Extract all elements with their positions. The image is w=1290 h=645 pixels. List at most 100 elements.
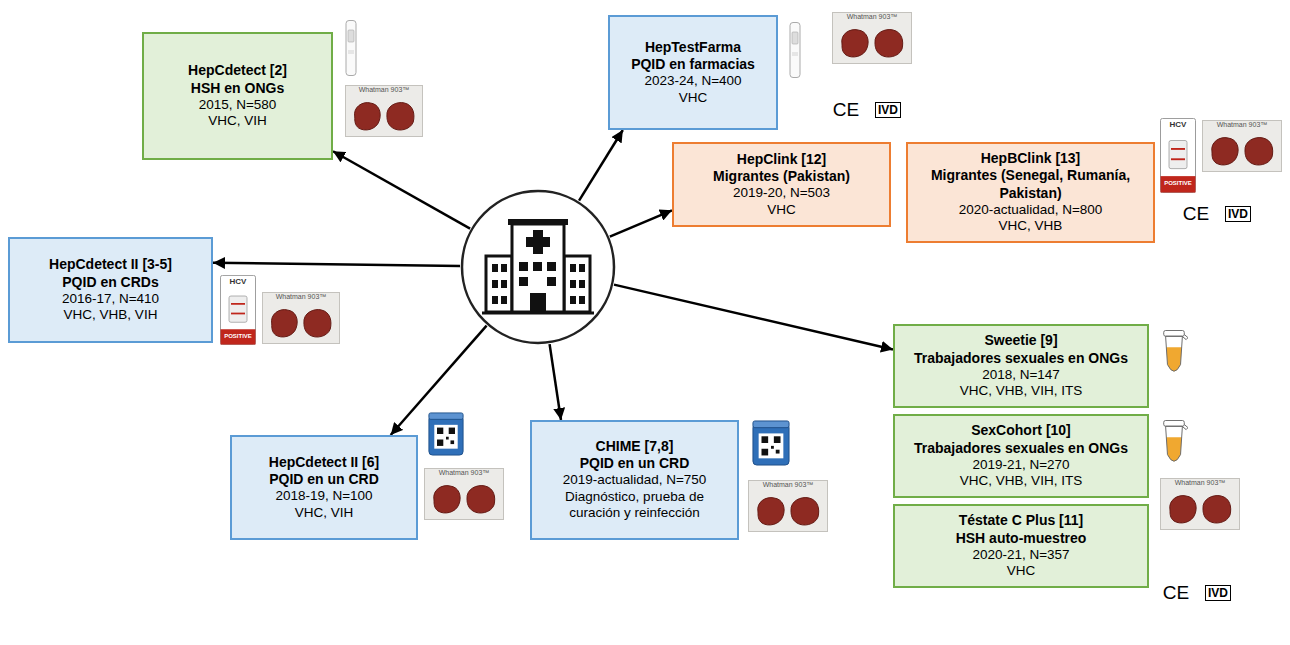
study-population: Trabajadores sexuales en ONGs xyxy=(914,440,1128,457)
dried-blood-card xyxy=(262,293,339,344)
study-period: 2023-24, N=400 xyxy=(644,73,741,89)
study-box: HepCdetect II [6]PQID en un CRD2018-19, … xyxy=(230,435,418,540)
study-period: 2016-17, N=410 xyxy=(62,291,159,307)
hospital-window xyxy=(492,264,498,272)
arrow-connector xyxy=(213,263,460,266)
hospital-window xyxy=(492,280,498,288)
ce-mark: CE xyxy=(1163,583,1189,602)
hospital-tower xyxy=(512,224,564,312)
study-population: Migrantes (Pakistan) xyxy=(713,168,850,185)
rapid-test-strip xyxy=(1161,118,1196,192)
hospital-wing xyxy=(564,256,590,312)
study-name: HepClink [12] xyxy=(737,151,826,168)
study-markers: Diagnóstico, prueba de curación y reinfe… xyxy=(538,489,731,522)
study-name: HepCdetect II [6] xyxy=(269,454,379,471)
study-population: HSH en ONGs xyxy=(191,80,284,97)
study-name: HepCdetect [2] xyxy=(188,62,287,79)
study-box: HepTestFarmaPQID en farmacias2023-24, N=… xyxy=(608,15,778,130)
brand-label: Whatman 903™ xyxy=(439,469,490,476)
study-name: Sweetie [9] xyxy=(984,332,1057,349)
brand-label: Whatman 903™ xyxy=(359,86,410,93)
study-markers: VHC xyxy=(679,90,708,106)
dried-blood-card xyxy=(1161,479,1240,530)
study-markers: VHC, VHB, VIH, ITS xyxy=(960,383,1082,399)
study-box: HepClink [12]Migrantes (Pakistan)2019-20… xyxy=(672,142,891,227)
brand-label: Whatman 903™ xyxy=(763,481,814,488)
ce-mark: CE xyxy=(833,100,859,119)
study-population: HSH auto-muestreo xyxy=(956,530,1087,547)
study-box: Sweetie [9]Trabajadores sexuales en ONGs… xyxy=(893,324,1149,408)
arrow-connector xyxy=(610,210,672,236)
study-name: Téstate C Plus [11] xyxy=(959,512,1084,529)
ce-mark: CE xyxy=(1183,204,1209,223)
hospital-window xyxy=(501,280,507,288)
dried-blood-card xyxy=(425,469,504,520)
brand-label: Whatman 903™ xyxy=(847,13,898,20)
sampling-kit-icon xyxy=(753,421,789,465)
brand-label: Whatman 903™ xyxy=(1175,479,1226,486)
study-name: SexCohort [10] xyxy=(971,422,1071,439)
dried-blood-card xyxy=(833,13,912,64)
study-markers: VHC, VHB, VIH xyxy=(64,307,158,323)
hospital-ground xyxy=(482,312,594,315)
hospital-roof xyxy=(508,219,568,225)
study-population: PQID en farmacias xyxy=(631,56,755,73)
study-box: CHIME [7,8]PQID en un CRD2019-actualidad… xyxy=(530,420,739,540)
hospital-hub xyxy=(460,189,616,345)
hospital-wing xyxy=(486,256,512,312)
study-population: Trabajadores sexuales en ONGs xyxy=(914,350,1128,367)
ivd-mark: IVD xyxy=(1225,206,1251,222)
hospital-window xyxy=(501,296,507,304)
study-period: 2020-21, N=357 xyxy=(972,547,1069,563)
study-name: HepTestFarma xyxy=(645,39,741,56)
brand-label: Whatman 903™ xyxy=(1217,121,1268,128)
study-name: CHIME [7,8] xyxy=(596,438,674,455)
study-box: Téstate C Plus [11]HSH auto-muestreo2020… xyxy=(893,504,1149,588)
hospital-window xyxy=(579,296,585,304)
sample-tube-icon xyxy=(1164,330,1188,371)
dried-blood-card xyxy=(345,86,422,137)
arrow-connector xyxy=(614,285,893,350)
study-markers: VHC, VIH xyxy=(295,505,354,521)
hospital-window xyxy=(519,262,528,271)
sampling-kit-icon xyxy=(429,413,463,455)
hospital-window xyxy=(579,280,585,288)
study-period: 2019-21, N=270 xyxy=(972,457,1069,473)
hospital-window xyxy=(570,296,576,304)
study-population: PQID en un CRD xyxy=(580,455,690,472)
test-stick-icon xyxy=(790,23,800,78)
arrow-connector xyxy=(550,344,561,420)
study-name: HepBClink [13] xyxy=(981,150,1081,167)
study-period: 2019-20, N=503 xyxy=(733,185,830,201)
study-name: HepCdetect II [3-5] xyxy=(49,256,172,273)
hub-circle xyxy=(462,191,614,343)
study-box: SexCohort [10]Trabajadores sexuales en O… xyxy=(893,414,1149,498)
hospital-cross xyxy=(526,237,550,247)
study-population: PQID en un CRD xyxy=(269,471,379,488)
arrow-connector xyxy=(391,326,487,435)
study-markers: VHC, VHB, VIH, ITS xyxy=(960,473,1082,489)
study-period: 2019-actualidad, N=750 xyxy=(563,472,707,488)
dried-blood-card xyxy=(749,481,828,532)
study-markers: VHC xyxy=(767,202,796,218)
study-period: 2020-actualidad, N=800 xyxy=(959,202,1103,218)
hospital-window xyxy=(492,296,498,304)
study-markers: VHC, VIH xyxy=(208,113,267,129)
study-box: HepCdetect II [3-5]PQID en CRDs2016-17, … xyxy=(8,237,213,343)
hospital-window xyxy=(579,264,585,272)
sample-tube-icon xyxy=(1164,420,1188,461)
rapid-test-strip xyxy=(221,275,256,344)
study-markers: VHC, VHB xyxy=(999,218,1063,234)
test-result: POSITIVE xyxy=(224,333,252,339)
study-period: 2018, N=147 xyxy=(982,367,1060,383)
study-box: HepBClink [13]Migrantes (Senegal, Rumaní… xyxy=(906,142,1155,243)
hospital-window xyxy=(570,264,576,272)
study-period: 2015, N=580 xyxy=(199,97,277,113)
study-markers: VHC xyxy=(1007,563,1036,579)
hospital-window xyxy=(519,277,528,286)
arrow-connector xyxy=(579,130,623,201)
hospital-window xyxy=(533,262,542,271)
hospital-window xyxy=(547,277,556,286)
study-box: HepCdetect [2]HSH en ONGs2015, N=580VHC,… xyxy=(142,32,333,160)
